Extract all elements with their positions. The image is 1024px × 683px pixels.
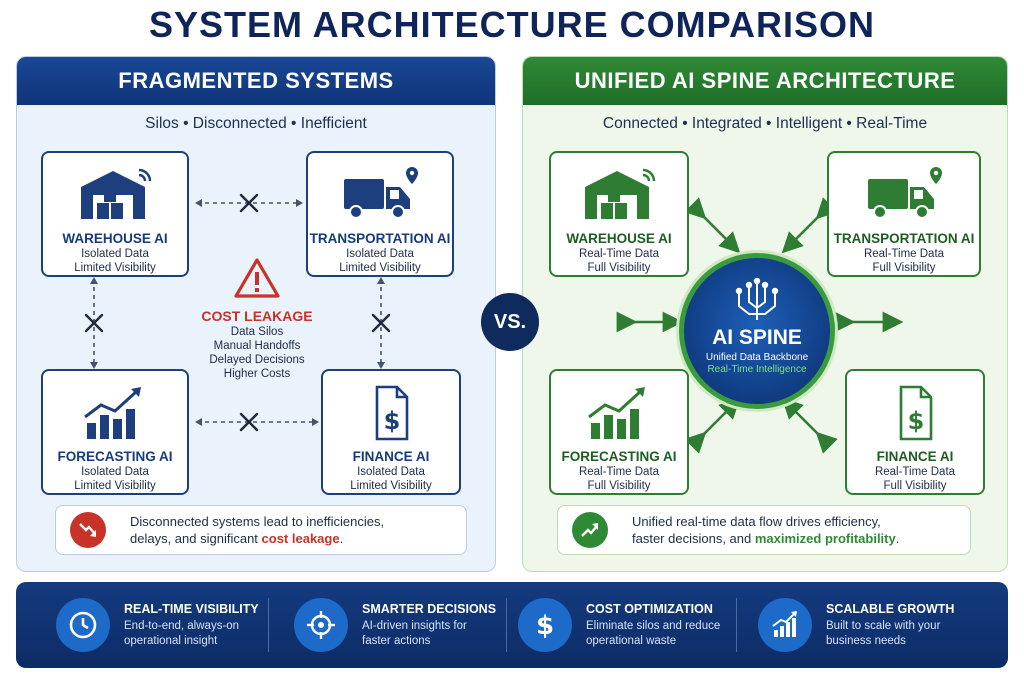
box-visibility: Full Visibility (587, 480, 651, 492)
divider (506, 598, 507, 652)
ai-spine-hub: AI SPINE Unified Data Backbone Real-Time… (679, 253, 835, 409)
fragmented-header: FRAGMENTED SYSTEMS (17, 57, 495, 105)
vs-badge: VS. (481, 293, 539, 351)
fragmented-finance-box: $ FINANCE AI Isolated Data Limited Visib… (321, 369, 461, 495)
box-visibility: Full Visibility (883, 480, 947, 492)
box-title: FINANCE AI (876, 449, 954, 464)
svg-text:$: $ (908, 407, 925, 435)
leak-item: Higher Costs (223, 368, 291, 380)
feature-real-time-visibility: REAL-TIME VISIBILITY End-to-end, always-… (56, 595, 259, 655)
box-title: WAREHOUSE AI (566, 231, 672, 246)
box-title: TRANSPORTATION AI (833, 231, 975, 246)
box-visibility: Limited Visibility (339, 262, 421, 274)
dollar-document-icon: $ (349, 383, 433, 443)
feature-description: End-to-end, always-on (124, 619, 240, 632)
svg-text:$: $ (384, 407, 401, 435)
cost-leakage: COST LEAKAGE Data Silos Manual Handoffs … (187, 257, 327, 380)
warehouse-icon (73, 165, 157, 225)
box-status: Isolated Data (81, 248, 149, 260)
box-visibility: Limited Visibility (74, 262, 156, 274)
leak-item: Data Silos (230, 326, 284, 338)
fragmented-transportation-box: TRANSPORTATION AI Isolated Data Limited … (306, 151, 454, 277)
warning-icon (234, 258, 280, 298)
callout-text: Unified real-time data flow drives effic… (632, 514, 900, 546)
feature-title: REAL-TIME VISIBILITY (124, 601, 259, 616)
svg-text:$: $ (536, 611, 554, 640)
box-visibility: Limited Visibility (74, 480, 156, 492)
dollar-document-icon: $ (873, 383, 957, 443)
box-status: Real-Time Data (863, 248, 945, 260)
truck-icon (862, 165, 946, 225)
feature-title: SCALABLE GROWTH (826, 601, 955, 616)
fragmented-forecasting-box: FORECASTING AI Isolated Data Limited Vis… (41, 369, 189, 495)
bar-chart-icon (577, 383, 661, 443)
feature-title: COST OPTIMIZATION (586, 601, 713, 616)
box-title: FINANCE AI (352, 449, 430, 464)
feature-scalable-growth: SCALABLE GROWTH Built to scale with your… (758, 595, 954, 655)
feature-description: operational insight (124, 634, 218, 647)
box-title: WAREHOUSE AI (62, 231, 168, 246)
rising-trend-icon (572, 512, 608, 548)
unified-transportation-box: TRANSPORTATION AI Real-Time Data Full Vi… (827, 151, 981, 277)
unified-subtitle: Connected • Integrated • Intelligent • R… (602, 115, 928, 132)
feature-description: faster actions (362, 634, 431, 647)
bar-chart-icon (73, 383, 157, 443)
fragmented-callout: Disconnected systems lead to inefficienc… (55, 505, 467, 555)
box-status: Isolated Data (346, 248, 414, 260)
box-visibility: Full Visibility (587, 262, 651, 274)
feature-cost-optimization: $ COST OPTIMIZATION Eliminate silos and … (518, 595, 720, 655)
declining-trend-icon (70, 512, 106, 548)
box-status: Real-Time Data (578, 466, 660, 478)
fragmented-systems-panel: FRAGMENTED SYSTEMS Silos • Disconnected … (16, 56, 496, 572)
unified-header: UNIFIED AI SPINE ARCHITECTURE (523, 57, 1007, 105)
feature-smarter-decisions: SMARTER DECISIONS AI-driven insights for… (294, 595, 496, 655)
circuit-icon (727, 274, 787, 324)
benefits-bar: REAL-TIME VISIBILITY End-to-end, always-… (16, 582, 1008, 668)
box-visibility: Limited Visibility (350, 480, 432, 492)
feature-description: operational waste (586, 634, 677, 647)
unified-warehouse-box: WAREHOUSE AI Real-Time Data Full Visibil… (549, 151, 689, 277)
divider (268, 598, 269, 652)
feature-description: business needs (826, 634, 906, 647)
fragmented-subtitle: Silos • Disconnected • Inefficient (145, 115, 367, 132)
ai-spine-tagline: Real-Time Intelligence (707, 364, 807, 375)
cost-leakage-title: COST LEAKAGE (201, 308, 313, 324)
growth-chart-icon (758, 598, 812, 652)
dollar-icon: $ (518, 598, 572, 652)
box-title: FORECASTING AI (561, 449, 677, 464)
target-icon (294, 598, 348, 652)
box-status: Isolated Data (81, 466, 149, 478)
box-status: Real-Time Data (578, 248, 660, 260)
divider (736, 598, 737, 652)
callout-text: Disconnected systems lead to inefficienc… (130, 514, 385, 546)
page-title: SYSTEM ARCHITECTURE COMPARISON (148, 4, 876, 45)
unified-spine-panel: UNIFIED AI SPINE ARCHITECTURE Connected … (522, 56, 1008, 572)
feature-description: Built to scale with your (826, 619, 941, 632)
box-status: Isolated Data (357, 466, 425, 478)
unified-forecasting-box: FORECASTING AI Real-Time Data Full Visib… (549, 369, 689, 495)
box-title: FORECASTING AI (57, 449, 173, 464)
warehouse-icon (577, 165, 661, 225)
box-visibility: Full Visibility (872, 262, 936, 274)
ai-spine-subtitle: Unified Data Backbone (705, 352, 809, 363)
box-title: TRANSPORTATION AI (309, 231, 451, 246)
clock-icon (56, 598, 110, 652)
truck-icon (338, 165, 422, 225)
feature-title: SMARTER DECISIONS (362, 601, 497, 616)
feature-description: AI-driven insights for (362, 619, 467, 632)
box-status: Real-Time Data (874, 466, 956, 478)
feature-description: Eliminate silos and reduce (586, 619, 721, 632)
leak-item: Delayed Decisions (209, 354, 305, 366)
leak-item: Manual Handoffs (213, 340, 301, 352)
unified-finance-box: $ FINANCE AI Real-Time Data Full Visibil… (845, 369, 985, 495)
ai-spine-title: AI SPINE (712, 326, 802, 349)
fragmented-warehouse-box: WAREHOUSE AI Isolated Data Limited Visib… (41, 151, 189, 277)
unified-callout: Unified real-time data flow drives effic… (557, 505, 971, 555)
